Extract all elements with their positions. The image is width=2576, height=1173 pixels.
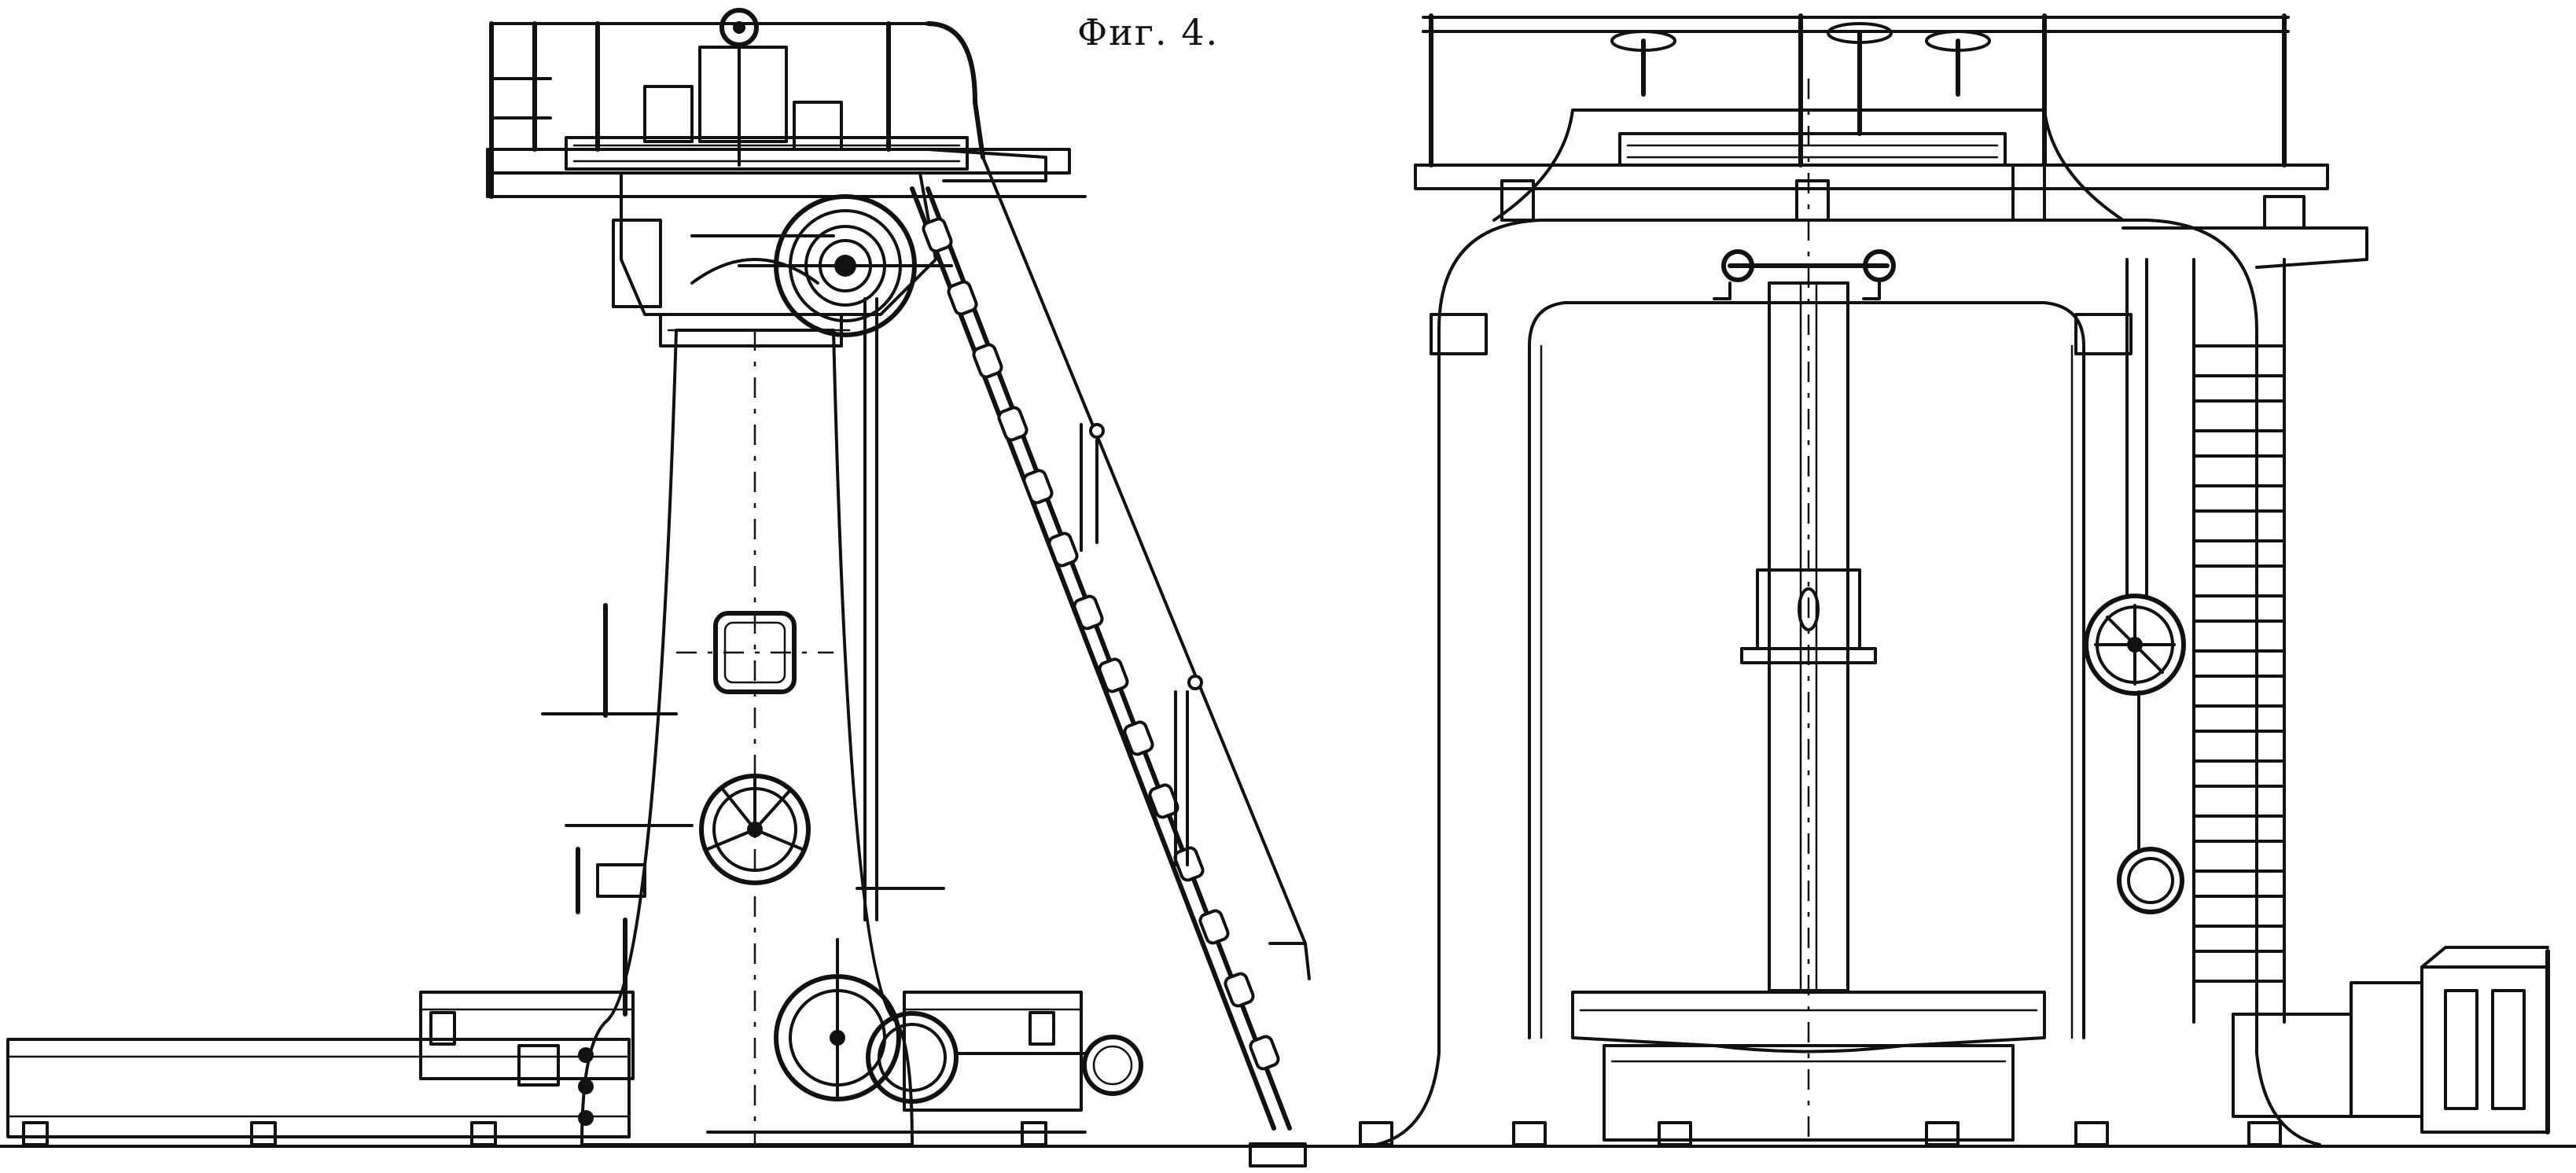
tension-rod [863, 156, 1311, 980]
top-controls [643, 8, 1047, 182]
top-head [612, 171, 937, 316]
handwheel-icon [2084, 258, 2186, 914]
work-table [1571, 991, 2046, 1142]
drive-gear [774, 938, 1143, 1104]
top-handwheels [1610, 22, 1991, 136]
transverse-shaft [1713, 249, 1896, 300]
chain-links [910, 186, 1307, 1167]
drive-motor [2232, 946, 2550, 1134]
handwheel-icon [699, 774, 811, 885]
side-levers [541, 603, 945, 1017]
base-rail-left [6, 991, 635, 1138]
inspection-hatch [676, 611, 834, 694]
top-beam [1414, 13, 2329, 222]
machine-side-elevation [1359, 13, 2550, 1148]
figure-caption: Фиг. 4. [1077, 11, 1220, 53]
foundation-bolts [1359, 313, 2282, 1146]
portal-frame [1374, 219, 2321, 1146]
top-pulley [738, 194, 953, 337]
vertical-chain [2122, 195, 2368, 1024]
machine-front-elevation [6, 8, 1311, 1167]
central-spindle [1740, 79, 1877, 1148]
base-bolts [22, 1011, 1055, 1146]
